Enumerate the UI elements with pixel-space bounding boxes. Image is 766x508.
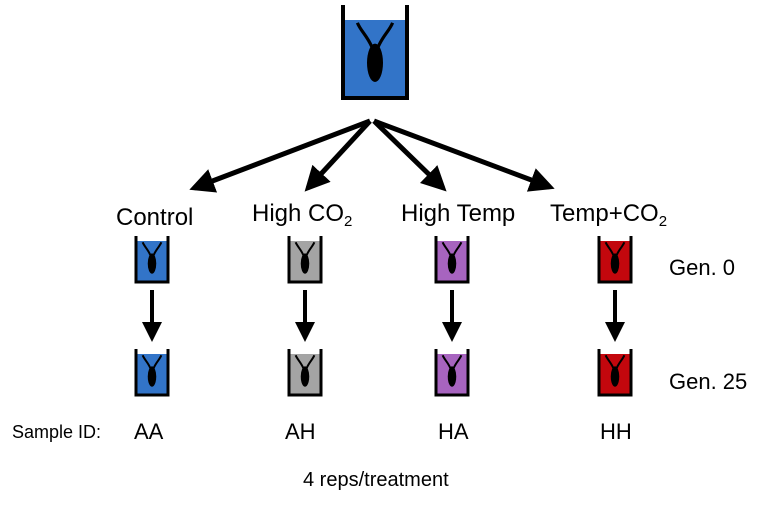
copepod-body <box>610 366 620 387</box>
sample-id-ha: HA <box>438 419 469 444</box>
beaker-gen0-high-co2 <box>287 236 323 284</box>
arrow-to-high-co2 <box>304 119 372 192</box>
copepod-body <box>300 253 310 274</box>
copepod-antenna <box>615 354 626 369</box>
copepod-icon <box>141 354 163 387</box>
copepod-antenna <box>452 241 463 256</box>
treatment-label-high-co2: High CO2 <box>252 200 353 230</box>
copepod-body <box>147 366 157 387</box>
beaker-gen25-control <box>134 349 170 397</box>
treatment-label-control: Control <box>116 204 194 231</box>
treatment-columns <box>134 236 633 397</box>
copepod-body <box>447 253 457 274</box>
copepod-icon <box>441 241 463 274</box>
copepod-antenna <box>294 354 305 369</box>
arrow-to-temp-co2 <box>373 118 555 192</box>
founder-beaker <box>341 5 409 100</box>
copepod-antenna <box>141 354 152 369</box>
copepod-antenna <box>305 354 316 369</box>
copepod-body <box>147 253 157 274</box>
beaker-gen25-high-temp-outline <box>434 349 470 397</box>
arrow-to-control <box>189 118 371 193</box>
sample-id-ah: AH <box>285 419 316 444</box>
arrow-to-high-temp <box>372 119 447 192</box>
beaker-gen0-high-temp-outline <box>434 236 470 284</box>
treatment-label-temp-co2: Temp+CO2 <box>550 200 668 230</box>
branch-arrows <box>189 118 555 193</box>
beaker-gen0-temp-co2-outline <box>597 236 633 284</box>
copepod-antenna <box>152 354 163 369</box>
beaker-gen0-high-co2-outline <box>287 236 323 284</box>
sample-id-label: Sample ID: <box>12 422 102 442</box>
treatment-label-high-temp: High Temp <box>401 200 516 227</box>
copepod-antenna <box>615 241 626 256</box>
copepod-icon <box>604 241 626 274</box>
beaker-gen0-high-temp <box>434 236 470 284</box>
sample-id-aa: AA <box>134 419 164 444</box>
beaker-gen25-high-co2 <box>287 349 323 397</box>
beaker-gen25-control-outline <box>134 349 170 397</box>
copepod-antenna <box>441 241 452 256</box>
generation-label-25: Gen. 25 <box>669 369 748 394</box>
copepod-icon <box>355 22 395 82</box>
copepod-body <box>300 366 310 387</box>
copepod-icon <box>294 241 316 274</box>
beaker-gen0-temp-co2 <box>597 236 633 284</box>
copepod-body <box>610 253 620 274</box>
beaker-gen0-control-outline <box>134 236 170 284</box>
sample-id-hh: HH <box>600 419 632 444</box>
beaker-gen0-control <box>134 236 170 284</box>
copepod-antenna <box>305 241 316 256</box>
replicates-note: 4 reps/treatment <box>303 469 449 491</box>
copepod-antenna <box>441 354 452 369</box>
copepod-icon <box>604 354 626 387</box>
founder-beaker-outline <box>341 5 409 100</box>
beaker-gen25-high-co2-outline <box>287 349 323 397</box>
copepod-antenna <box>294 241 305 256</box>
copepod-body <box>447 366 457 387</box>
copepod-antenna <box>141 241 152 256</box>
beaker-gen25-temp-co2 <box>597 349 633 397</box>
copepod-icon <box>141 241 163 274</box>
beaker-gen25-high-temp <box>434 349 470 397</box>
copepod-antenna <box>152 241 163 256</box>
generation-label-0: Gen. 0 <box>669 255 736 280</box>
copepod-antenna <box>604 241 615 256</box>
copepod-icon <box>441 354 463 387</box>
copepod-antenna <box>604 354 615 369</box>
beaker-gen25-temp-co2-outline <box>597 349 633 397</box>
copepod-icon <box>294 354 316 387</box>
copepod-antenna <box>452 354 463 369</box>
